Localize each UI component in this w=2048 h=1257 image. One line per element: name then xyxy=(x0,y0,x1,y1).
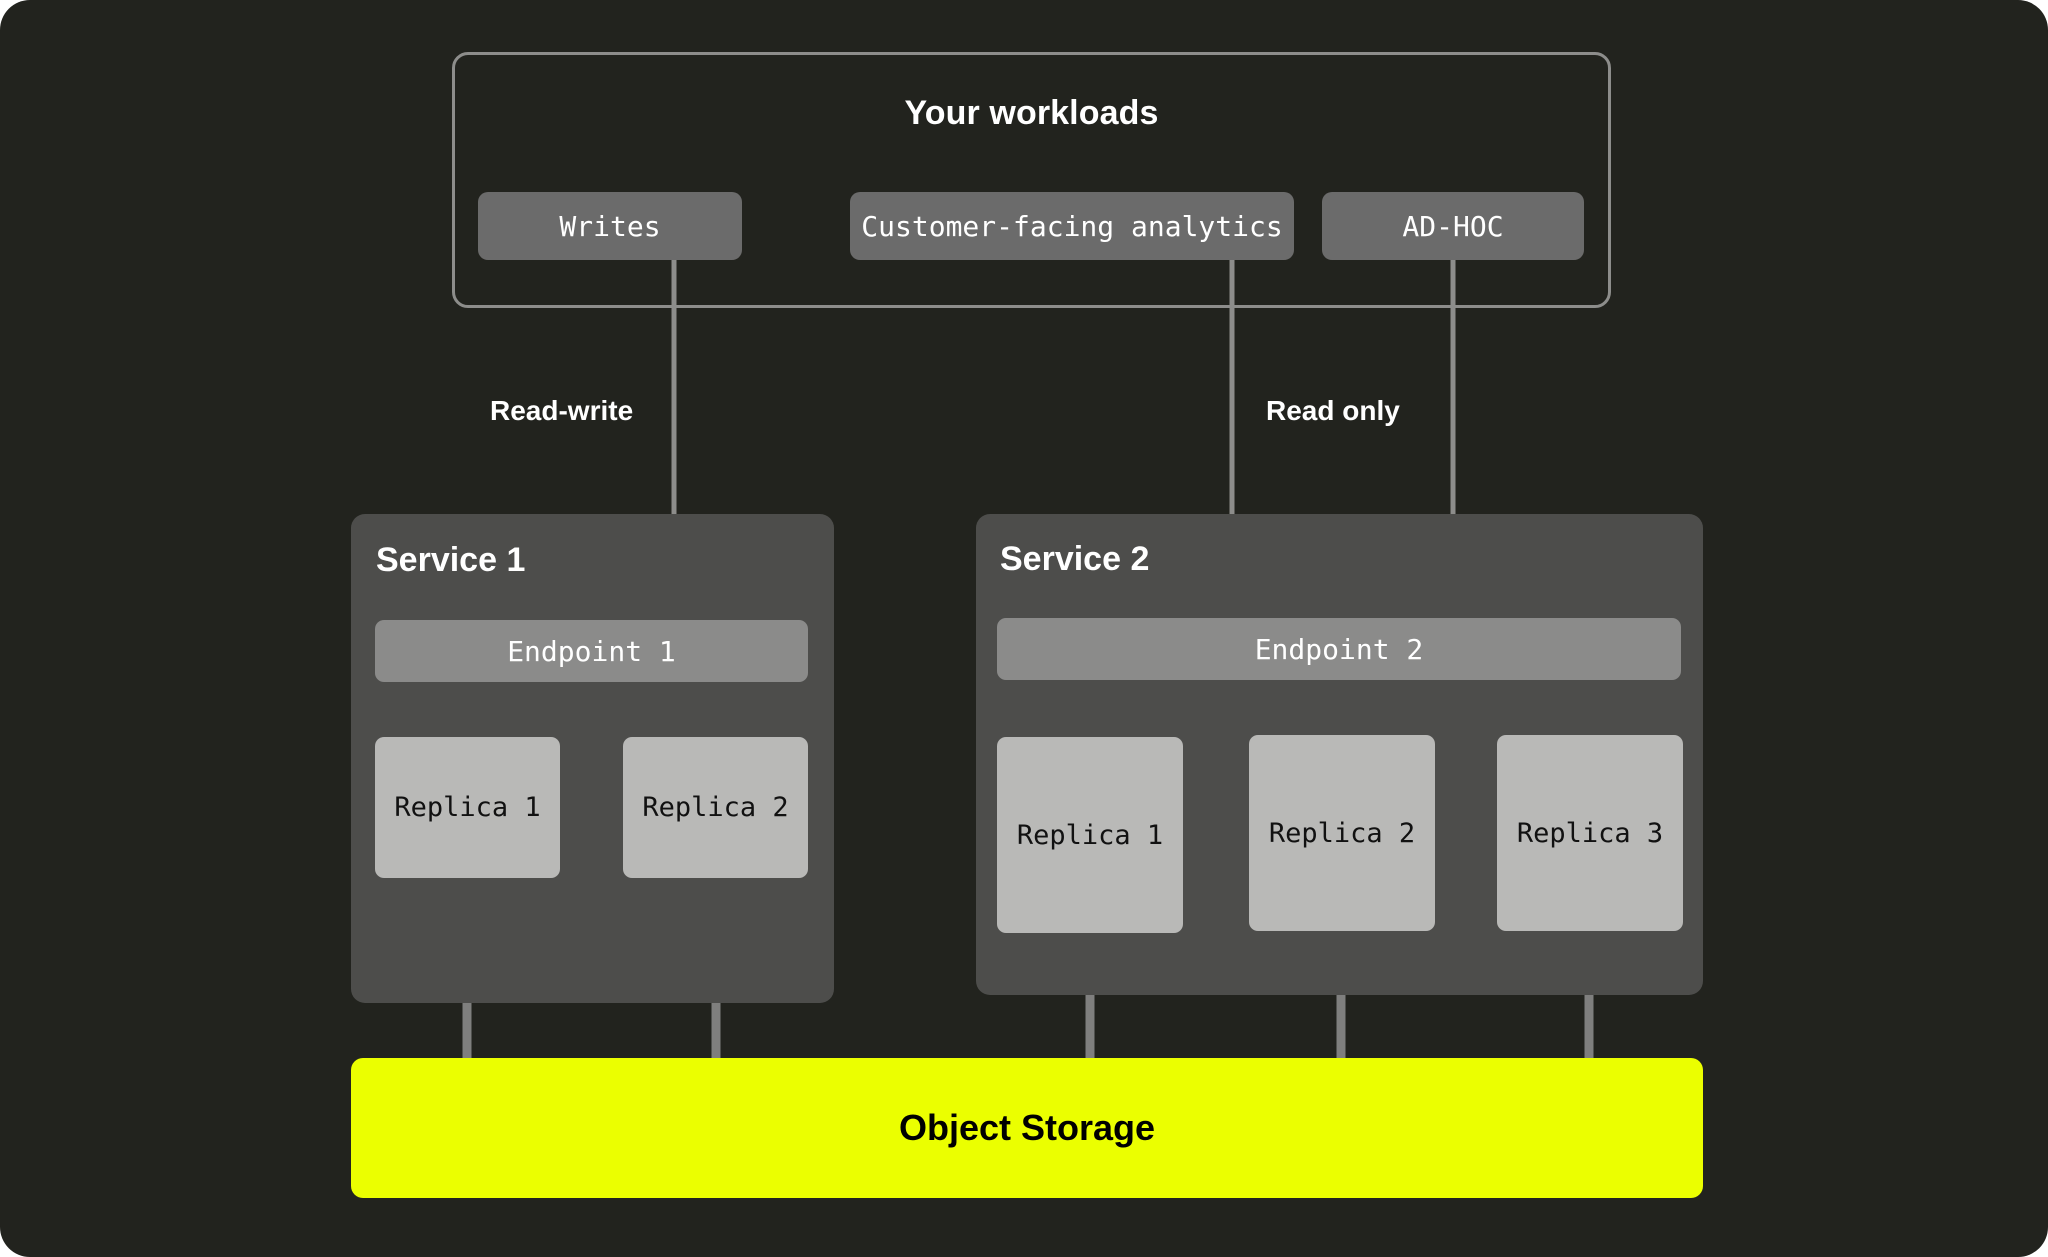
workload-chip-customer-facing-analytics[interactable]: Customer-facing analytics xyxy=(850,192,1294,260)
service-1-title: Service 1 xyxy=(376,541,526,579)
service-1-endpoint-label: Endpoint 1 xyxy=(507,634,676,668)
object-storage-label: Object Storage xyxy=(898,1107,1156,1148)
service-2-replica-3[interactable]: Replica 3 xyxy=(1497,735,1683,931)
service-1-endpoint[interactable]: Endpoint 1 xyxy=(375,620,808,682)
service-1-replica-2-label: Replica 2 xyxy=(642,792,789,823)
service-1-replica-1[interactable]: Replica 1 xyxy=(375,737,560,878)
service-2-title: Service 2 xyxy=(1000,540,1150,578)
service-2-replica-2[interactable]: Replica 2 xyxy=(1249,735,1435,931)
workloads-title: Your workloads xyxy=(904,94,1159,132)
service-1-replica-2[interactable]: Replica 2 xyxy=(623,737,808,878)
service-2-replica-1[interactable]: Replica 1 xyxy=(997,737,1183,933)
service-2-endpoint[interactable]: Endpoint 2 xyxy=(997,618,1681,680)
service-2-replica-3-label: Replica 3 xyxy=(1516,817,1664,849)
edge-label-read-write: Read-write xyxy=(490,395,634,426)
edge-label-read-only: Read only xyxy=(1266,395,1400,426)
workload-chip-writes[interactable]: Writes xyxy=(478,192,742,260)
workload-chip-ad-hoc-label: AD-HOC xyxy=(1402,209,1504,243)
workloads-group xyxy=(452,52,1611,308)
workload-chip-ad-hoc[interactable]: AD-HOC xyxy=(1322,192,1584,260)
service-2-replica-1-label: Replica 1 xyxy=(1016,819,1164,851)
object-storage-bar[interactable]: Object Storage xyxy=(351,1058,1703,1198)
service-1-replica-1-label: Replica 1 xyxy=(394,792,541,823)
workload-chip-customer-facing-analytics-label: Customer-facing analytics xyxy=(861,209,1283,243)
service-2-replica-2-label: Replica 2 xyxy=(1268,817,1416,849)
service-2-endpoint-label: Endpoint 2 xyxy=(1254,632,1424,666)
workload-chip-writes-label: Writes xyxy=(559,209,661,243)
